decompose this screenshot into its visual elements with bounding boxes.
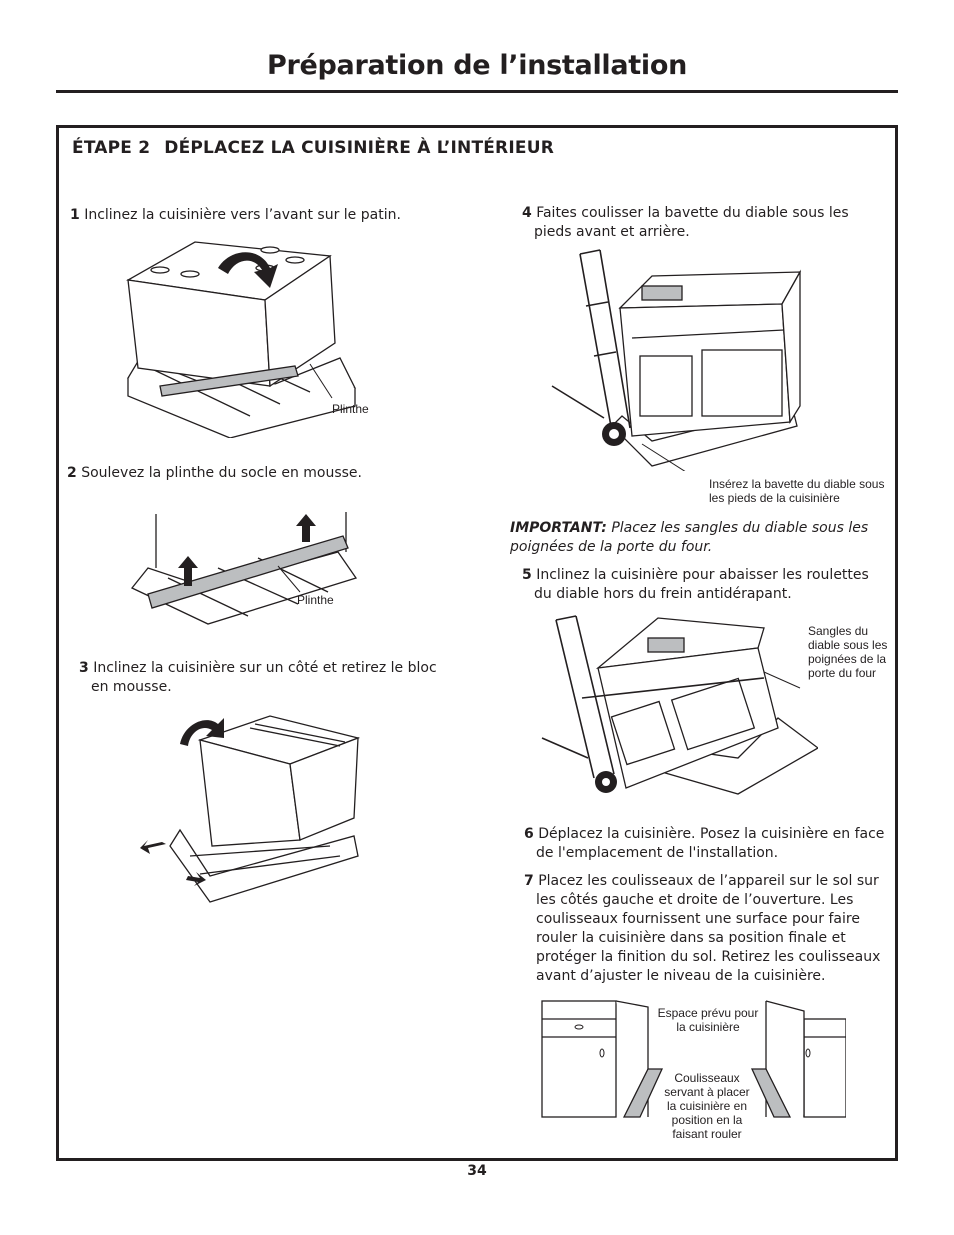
instruction-number: 3 xyxy=(79,660,89,676)
step-frame xyxy=(56,125,898,1161)
instruction-text: Inclinez la cuisinière pour abaisser les… xyxy=(534,567,869,602)
figure-lift-plinth xyxy=(130,512,358,625)
instruction-5: 5 Inclinez la cuisinière pour abaisser l… xyxy=(522,566,872,604)
instruction-text: Placez les coulisseaux de l’appareil sur… xyxy=(536,873,881,984)
step-number: ÉTAPE 2 xyxy=(72,138,151,158)
instruction-number: 1 xyxy=(70,207,80,223)
instruction-text: Inclinez la cuisinière sur un côté et re… xyxy=(91,660,437,695)
label-coulisseaux: Coulisseaux servant à placer la cuisiniè… xyxy=(664,1071,750,1141)
instruction-number: 2 xyxy=(67,465,77,481)
label-plinthe-1: Plinthe xyxy=(332,402,369,416)
instruction-1: 1 Inclinez la cuisinière vers l’avant su… xyxy=(70,206,430,225)
label-plinthe-2: Plinthe xyxy=(297,593,334,607)
figure-tilt-forward xyxy=(126,241,356,438)
step-title: DÉPLACEZ LA CUISINIÈRE À L’INTÉRIEUR xyxy=(164,138,554,158)
page-title: Préparation de l’installation xyxy=(266,50,688,81)
instruction-4: 4 Faites coulisser la bavette du diable … xyxy=(522,204,862,242)
instruction-text: Faites coulisser la bavette du diable so… xyxy=(534,205,849,240)
instruction-number: 5 xyxy=(522,567,532,583)
label-sangles: Sangles du diable sous les poignées de l… xyxy=(808,624,888,680)
instruction-text: Inclinez la cuisinière vers l’avant sur … xyxy=(84,207,401,223)
instruction-3: 3 Inclinez la cuisinière sur un côté et … xyxy=(79,659,449,697)
important-note: IMPORTANT: Placez les sangles du diable … xyxy=(510,519,870,557)
important-text: Placez les sangles du diable sous les po… xyxy=(510,520,869,555)
figure-dolly-insert xyxy=(551,249,802,471)
instruction-6: 6 Déplacez la cuisinière. Posez la cuisi… xyxy=(524,825,889,863)
instruction-text: Soulevez la plinthe du socle en mousse. xyxy=(81,465,362,481)
figure-rollers xyxy=(541,1000,846,1118)
instruction-2: 2 Soulevez la plinthe du socle en mousse… xyxy=(67,464,427,483)
instruction-number: 4 xyxy=(522,205,532,221)
important-label: IMPORTANT: xyxy=(510,520,607,536)
instruction-text: Déplacez la cuisinière. Posez la cuisini… xyxy=(536,826,885,861)
figure-dolly-tilt xyxy=(541,615,818,795)
label-bavette: Insérez la bavette du diable sous les pi… xyxy=(709,477,885,505)
instruction-number: 6 xyxy=(524,826,534,842)
step-heading: ÉTAPE 2 DÉPLACEZ LA CUISINIÈRE À L’INTÉRI… xyxy=(72,138,554,158)
instruction-7: 7 Placez les coulisseaux de l’appareil s… xyxy=(524,872,889,986)
label-espace: Espace prévu pour la cuisinière xyxy=(657,1006,759,1034)
title-rule xyxy=(56,90,898,93)
figure-tilt-side xyxy=(140,715,361,903)
instruction-number: 7 xyxy=(524,873,534,889)
page-number: 34 xyxy=(467,1163,487,1179)
